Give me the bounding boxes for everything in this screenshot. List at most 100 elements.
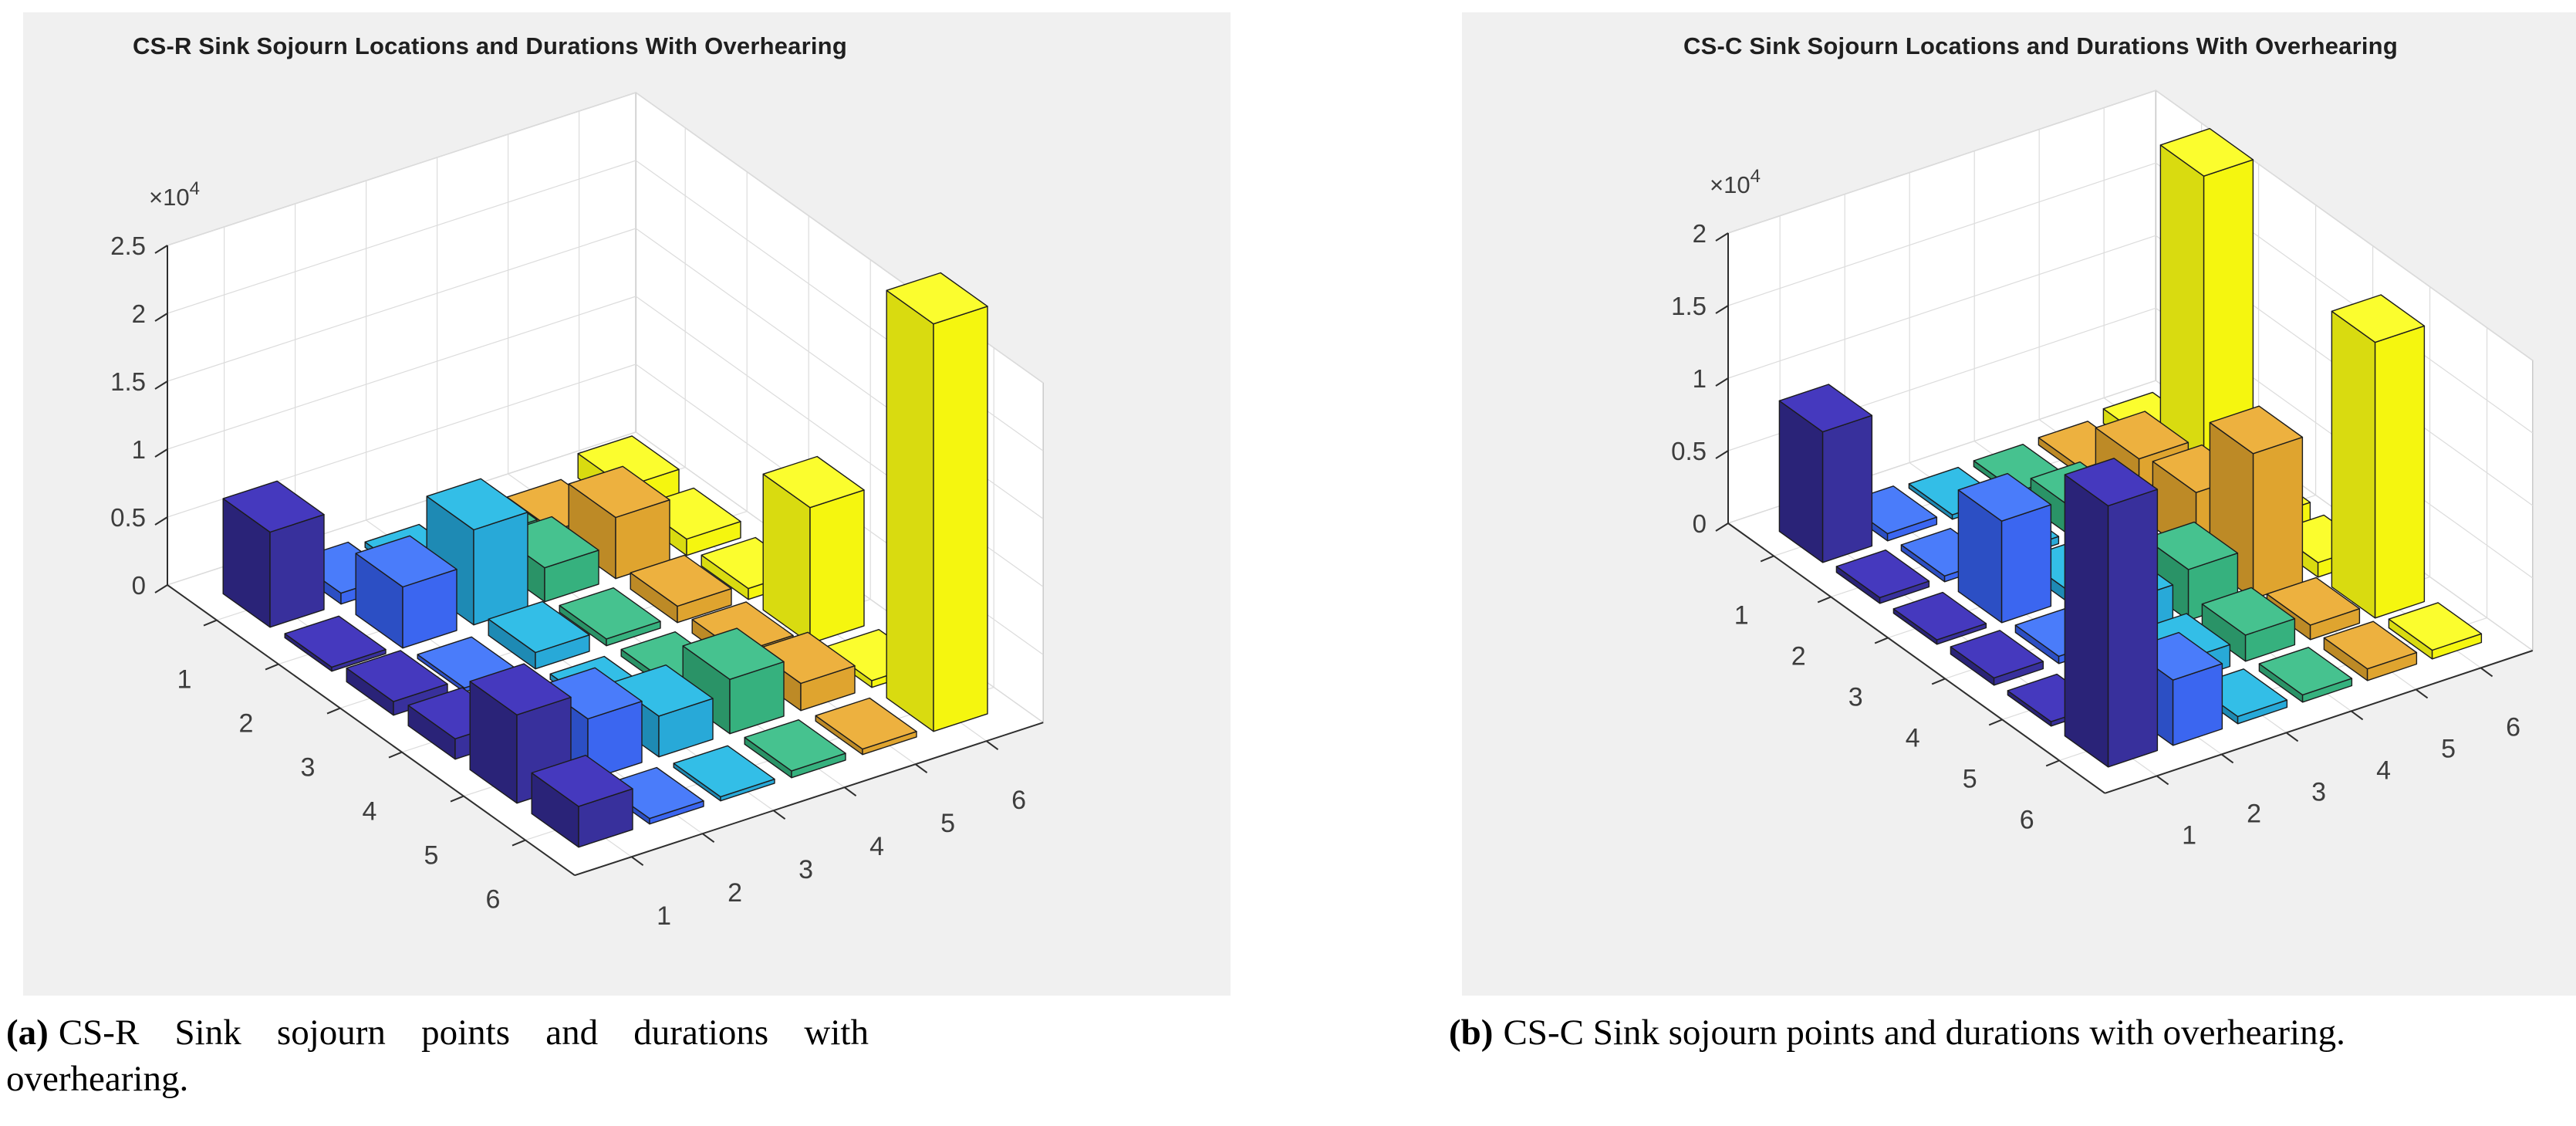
y-tick	[1760, 555, 1774, 563]
grid-z-left	[167, 92, 636, 246]
bar-front-face	[2252, 436, 2304, 600]
y-tick	[265, 663, 279, 671]
x-tick	[915, 763, 928, 774]
bar3d-bar	[1892, 591, 1987, 645]
bar-top-face	[559, 587, 661, 640]
grid-z-left	[167, 296, 636, 450]
bar-top-face	[540, 667, 643, 720]
y-tick	[203, 619, 218, 627]
bar-top-face	[488, 600, 590, 654]
z-tick-label: 1	[132, 435, 146, 464]
z-tick	[154, 380, 168, 390]
bar3d-bar	[222, 480, 325, 628]
x-tick-label: 2	[2247, 799, 2261, 828]
bar-top-face	[815, 697, 917, 750]
caption-a-marker: (a)	[6, 1013, 49, 1053]
bar-top-face	[611, 664, 714, 717]
grid-z-left	[167, 160, 636, 314]
bar3d-bar	[2388, 602, 2483, 660]
x-tick	[986, 740, 999, 751]
x-tick-label: 4	[2376, 756, 2391, 785]
x-tick	[844, 786, 857, 797]
bar-top-face	[222, 480, 325, 533]
bar3d-bar	[531, 755, 633, 848]
z-tick-label: 1	[1693, 364, 1707, 393]
x-tick-label: 1	[2182, 820, 2196, 850]
chart-panel-cs-r: CS-R Sink Sojourn Locations and Duration…	[23, 12, 1231, 996]
bar3d-bar	[284, 615, 387, 672]
chart-panel-cs-c: CS-C Sink Sojourn Locations and Duration…	[1462, 12, 2576, 996]
x-axis-line	[574, 722, 1044, 877]
bar3d-bar	[1778, 384, 1873, 563]
caption-b-marker: (b)	[1449, 1013, 1494, 1053]
bar3d-bar	[1950, 630, 2044, 686]
bar-front-face	[269, 514, 325, 628]
grid-z-left	[1727, 90, 2156, 234]
x-tick	[702, 833, 715, 844]
y-tick	[1988, 719, 2003, 726]
z-tick	[1715, 450, 1729, 459]
y-tick-label: 1	[177, 665, 192, 695]
y-tick	[1931, 678, 1946, 685]
x-tick	[2351, 710, 2364, 721]
z-tick	[1715, 232, 1729, 242]
chart-title-cs-c: CS-C Sink Sojourn Locations and Duration…	[1683, 32, 2398, 59]
grid-z-left	[167, 228, 636, 382]
caption-a: (a)CS-R Sink sojourn points and duration…	[6, 1009, 869, 1102]
bar-top-face	[2159, 127, 2254, 177]
bar-top-face	[346, 650, 448, 702]
bar-top-face	[602, 766, 704, 820]
x-tick	[631, 856, 644, 867]
z-tick-label: 1.5	[110, 367, 146, 396]
z-tick	[154, 448, 168, 458]
y-tick	[326, 707, 341, 715]
bar-top-face	[2144, 521, 2239, 570]
bar-top-face	[2095, 411, 2189, 460]
x-tick-label: 1	[657, 901, 671, 931]
bar-top-face	[1778, 384, 1873, 433]
bar-top-face	[2201, 587, 2296, 636]
x-tick	[773, 810, 786, 820]
y-tick-label: 3	[1848, 682, 1863, 712]
y-tick	[450, 795, 464, 803]
bar3d-bar	[2159, 127, 2254, 496]
bar-side-face	[2064, 474, 2109, 768]
bar-front-face	[2374, 325, 2426, 619]
bar-front-face	[473, 512, 528, 626]
bar-top-face	[355, 535, 457, 588]
z-tick-label: 2.5	[110, 232, 146, 260]
bar-top-face	[2388, 602, 2483, 651]
z-tick	[1715, 305, 1729, 314]
y-tick	[1817, 596, 1832, 604]
bar-top-face	[2266, 577, 2361, 626]
y-tick	[388, 751, 403, 759]
z-tick	[154, 584, 168, 593]
y-tick-label: 6	[2020, 805, 2034, 834]
bar-top-face	[1957, 472, 2052, 522]
grid-z-left	[1727, 235, 2156, 379]
x-tick-label: 5	[940, 809, 955, 838]
y-tick-label: 4	[363, 797, 377, 827]
caption-a-text: CS-R Sink sojourn points and durations w…	[6, 1013, 869, 1100]
bar3d-bar	[568, 465, 670, 580]
bar-top-face	[2323, 620, 2418, 670]
bar-top-face	[673, 745, 775, 798]
y-tick-label: 1	[1734, 600, 1749, 630]
bars	[222, 272, 988, 848]
x-tick	[2156, 775, 2169, 786]
z-tick	[154, 516, 168, 526]
caption-b: (b)CS-C Sink sojourn points and duration…	[1449, 1009, 2574, 1056]
bar3d-bar	[2331, 294, 2426, 619]
bar-top-face	[1892, 591, 1987, 641]
x-tick-label: 5	[2441, 734, 2456, 763]
bar3d-bar	[815, 697, 917, 756]
chart-title-cs-r: CS-R Sink Sojourn Locations and Duration…	[133, 32, 847, 59]
y-tick-label: 4	[1906, 723, 1920, 752]
bar-top-face	[469, 663, 572, 715]
bar-front-face	[1821, 414, 1873, 563]
x-tick-label: 3	[2311, 777, 2326, 806]
y-tick-label: 5	[424, 841, 439, 871]
z-scale-label: ×104	[1710, 166, 1761, 198]
bar-top-face	[1950, 630, 2044, 679]
